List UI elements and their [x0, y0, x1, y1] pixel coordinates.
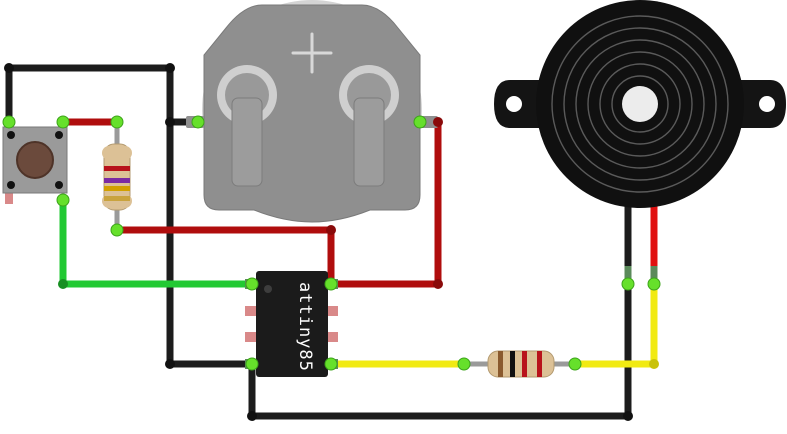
connector-resistor-pullup-top [110, 115, 124, 129]
connector-ic-pin-1 [245, 277, 259, 291]
ic-pin-6 [326, 332, 338, 342]
connector-buzzer-red [647, 277, 661, 291]
connector-ic-pin-4 [245, 357, 259, 371]
buzzer-grille [551, 15, 729, 193]
resistor-pullup-band-4 [104, 196, 130, 201]
push-button[interactable] [2, 126, 68, 204]
bend-black-2 [165, 63, 175, 73]
ic-pin-3 [245, 332, 257, 342]
wire-black-button-to-battery [5, 64, 202, 128]
connector-battery-negative [191, 115, 205, 129]
resistor-buzzer-band-3 [522, 351, 527, 377]
bend-black-4 [165, 359, 175, 369]
battery-clip-right [339, 65, 399, 187]
bend-black-5 [247, 411, 257, 421]
plus-icon [291, 32, 333, 74]
connector-button-bottom-right [56, 193, 70, 207]
resistor-buzzer-band-1 [498, 351, 503, 377]
connector-buzzer-black [621, 277, 635, 291]
wire-black-ic-to-buzzer [248, 280, 632, 420]
connector-battery-positive [413, 115, 427, 129]
button-leg-bottom-left [5, 192, 13, 204]
wire-green-button-to-ic [59, 196, 256, 288]
button-corner-tr [55, 131, 63, 139]
connector-resistor-pullup-bottom [110, 223, 124, 237]
bend-black-1 [4, 63, 14, 73]
ic-pin-7 [326, 306, 338, 316]
ic-pin-2 [245, 306, 257, 316]
connector-resistor-buzzer-left [457, 357, 471, 371]
bend-black-6 [623, 411, 633, 421]
wire-yellow-resistor-to-buzzer [571, 280, 658, 368]
bend-green-1 [58, 279, 68, 289]
buzzer-mount-right [740, 80, 786, 128]
bend-black-3 [165, 117, 175, 127]
battery-clip-left [217, 65, 277, 187]
button-cap[interactable] [16, 141, 54, 179]
yellow-wires [327, 280, 658, 368]
resistor-buzzer-band-2 [510, 351, 515, 377]
buzzer-mount-left [494, 80, 540, 128]
connector-ic-pin-5 [324, 357, 338, 371]
resistor-buzzer-band-4 [537, 351, 542, 377]
button-corner-tl [7, 131, 15, 139]
resistor-pullup [102, 143, 132, 211]
connector-button-top-right [56, 115, 70, 129]
connector-button-top-left [2, 115, 16, 129]
ic-pin1-marker [264, 285, 272, 293]
connection-points [2, 115, 661, 371]
resistor-pullup-band-1 [104, 166, 130, 171]
resistor-pullup-band-3 [104, 186, 130, 191]
bend-red-2 [433, 117, 443, 127]
button-corner-bl [7, 181, 15, 189]
connector-resistor-buzzer-right [568, 357, 582, 371]
piezo-buzzer [494, 0, 786, 284]
wire-bend-points [4, 63, 659, 421]
buzzer-center-hole [622, 86, 658, 122]
connector-ic-pin-8 [324, 277, 338, 291]
bend-red-1 [326, 225, 336, 235]
resistor-buzzer [487, 350, 555, 378]
coin-cell-holder [186, 0, 438, 223]
bend-yellow-1 [649, 359, 659, 369]
ic-body [256, 271, 328, 377]
ic-label: attiny85 [295, 282, 315, 372]
resistor-pullup-band-2 [104, 178, 130, 183]
bend-red-3 [433, 279, 443, 289]
button-corner-br [55, 181, 63, 189]
attiny85-chip: attiny85 [245, 271, 338, 377]
